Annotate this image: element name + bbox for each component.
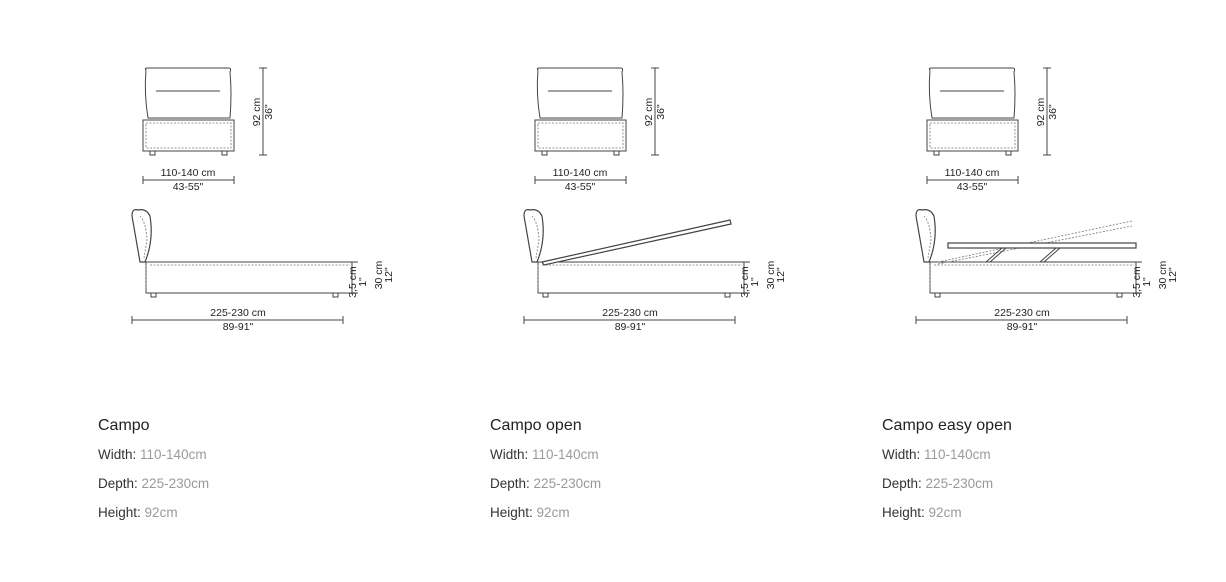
leg-cm: 3,5 cm bbox=[1131, 266, 1143, 298]
base-cm: 30 cm bbox=[1157, 260, 1169, 289]
product-info: Campo open Width: 110-140cm Depth: 225-2… bbox=[490, 416, 601, 532]
depth-label: Depth: bbox=[98, 476, 138, 491]
front-width-cm: 110-140 cm bbox=[553, 167, 608, 179]
front-height-in: 36" bbox=[263, 104, 275, 120]
front-height-cm: 92 cm bbox=[251, 97, 263, 126]
depth-spec: Depth: 225-230cm bbox=[98, 474, 209, 494]
front-height-in: 36" bbox=[1047, 104, 1059, 120]
side-length-cm: 225-230 cm bbox=[994, 307, 1050, 319]
width-value: 110-140cm bbox=[924, 447, 991, 462]
campo-technical-drawing: 110-140 cm 43-55" 92 cm 36" 225-230 c bbox=[131, 67, 395, 333]
height-value: 92cm bbox=[536, 505, 570, 520]
base-in: 12" bbox=[1167, 267, 1179, 283]
height-value: 92cm bbox=[928, 505, 962, 520]
front-view: 110-140 cm 43-55" 92 cm 36" bbox=[926, 67, 1059, 193]
width-spec: Width: 110-140cm bbox=[882, 445, 1012, 465]
depth-label: Depth: bbox=[490, 476, 530, 491]
product-title: Campo easy open bbox=[882, 417, 1012, 434]
front-height-cm: 92 cm bbox=[643, 97, 655, 126]
leg-cm: 3,5 cm bbox=[347, 266, 359, 298]
side-length-in: 89-91" bbox=[615, 321, 646, 333]
lift-arm-rear bbox=[1039, 247, 1057, 263]
tilted-mattress-base bbox=[541, 219, 732, 266]
front-height-in: 36" bbox=[655, 104, 667, 120]
base-cm: 30 cm bbox=[373, 260, 385, 289]
lift-arm-front bbox=[985, 247, 1003, 263]
leg-in: 1" bbox=[749, 277, 761, 287]
width-spec: Width: 110-140cm bbox=[98, 445, 209, 465]
front-width-cm: 110-140 cm bbox=[945, 167, 1000, 179]
front-width-cm: 110-140 cm bbox=[161, 167, 216, 179]
base-in: 12" bbox=[775, 267, 787, 283]
side-view: 225-230 cm 89-91" 3,5 cm 1" 30 cm 12" bbox=[915, 209, 1179, 333]
depth-value: 225-230cm bbox=[533, 476, 602, 491]
depth-value: 225-230cm bbox=[925, 476, 994, 491]
front-view: 110-140 cm 43-55" 92 cm 36" bbox=[534, 67, 667, 193]
front-width-in: 43-55" bbox=[957, 181, 988, 193]
front-width-in: 43-55" bbox=[565, 181, 596, 193]
product-title: Campo bbox=[98, 417, 150, 434]
raised-mattress-base bbox=[947, 242, 1137, 249]
side-length-in: 89-91" bbox=[223, 321, 254, 333]
height-spec: Height: 92cm bbox=[98, 503, 209, 523]
width-label: Width: bbox=[98, 447, 137, 462]
depth-spec: Depth: 225-230cm bbox=[882, 474, 1012, 494]
side-length-in: 89-91" bbox=[1007, 321, 1038, 333]
leg-cm: 3,5 cm bbox=[739, 266, 751, 298]
side-length-cm: 225-230 cm bbox=[210, 307, 266, 319]
product-info: Campo Width: 110-140cm Depth: 225-230cm … bbox=[98, 416, 209, 532]
lift-arc-upper bbox=[937, 220, 1133, 263]
side-length-cm: 225-230 cm bbox=[602, 307, 658, 319]
width-spec: Width: 110-140cm bbox=[490, 445, 601, 465]
depth-spec: Depth: 225-230cm bbox=[490, 474, 601, 494]
product-campo-easy-open: 110-140 cm 43-55" 92 cm 36" bbox=[882, 0, 1226, 582]
width-value: 110-140cm bbox=[140, 447, 207, 462]
campo-easy-open-technical-drawing: 110-140 cm 43-55" 92 cm 36" bbox=[915, 67, 1179, 333]
depth-value: 225-230cm bbox=[141, 476, 210, 491]
height-label: Height: bbox=[490, 505, 533, 520]
front-view: 110-140 cm 43-55" 92 cm 36" bbox=[142, 67, 275, 193]
width-value: 110-140cm bbox=[532, 447, 599, 462]
leg-in: 1" bbox=[357, 277, 369, 287]
front-width-in: 43-55" bbox=[173, 181, 204, 193]
product-title: Campo open bbox=[490, 417, 582, 434]
campo-open-technical-drawing: 110-140 cm 43-55" 92 cm 36" bbox=[523, 67, 787, 333]
width-label: Width: bbox=[490, 447, 529, 462]
depth-label: Depth: bbox=[882, 476, 922, 491]
product-campo-open: 110-140 cm 43-55" 92 cm 36" bbox=[490, 0, 882, 582]
side-view: 225-230 cm 89-91" 3,5 cm 1" 30 cm 12" bbox=[131, 209, 395, 333]
leg-in: 1" bbox=[1141, 277, 1153, 287]
height-label: Height: bbox=[882, 505, 925, 520]
side-view: 225-230 cm 89-91" 3,5 cm 1" 30 cm 12" bbox=[523, 209, 787, 333]
base-in: 12" bbox=[383, 267, 395, 283]
width-label: Width: bbox=[882, 447, 921, 462]
height-spec: Height: 92cm bbox=[882, 503, 1012, 523]
product-campo: 110-140 cm 43-55" 92 cm 36" 225-230 c bbox=[98, 0, 490, 582]
base-cm: 30 cm bbox=[765, 260, 777, 289]
height-label: Height: bbox=[98, 505, 141, 520]
height-value: 92cm bbox=[144, 505, 178, 520]
height-spec: Height: 92cm bbox=[490, 503, 601, 523]
product-info: Campo easy open Width: 110-140cm Depth: … bbox=[882, 416, 1012, 532]
front-height-cm: 92 cm bbox=[1035, 97, 1047, 126]
